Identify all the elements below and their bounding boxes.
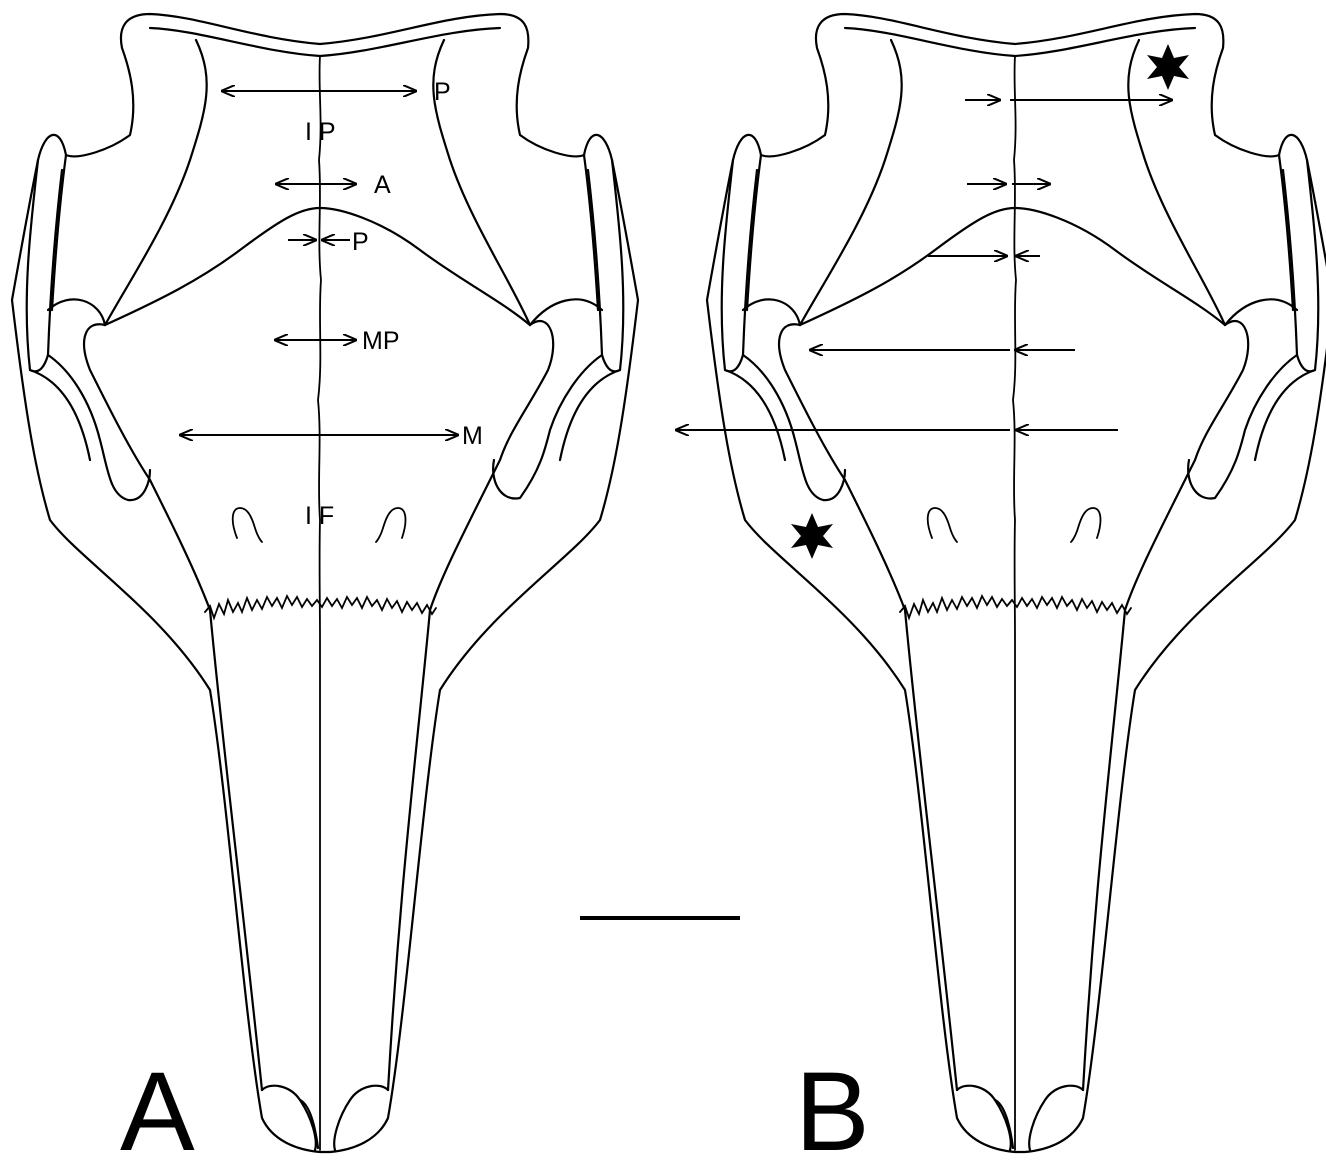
- star-marker-lower-left: [791, 513, 833, 559]
- label-interfrontal: I F: [305, 502, 334, 530]
- label-maxillary: M: [462, 422, 483, 450]
- panel-label-a: A: [120, 1049, 195, 1161]
- labels-panel-a: P I P A P MP M I F: [305, 78, 483, 530]
- panel-label-b: B: [795, 1049, 870, 1161]
- label-midpalatal: MP: [362, 327, 400, 355]
- label-parietal-upper: P: [434, 78, 451, 106]
- label-anterior: A: [374, 171, 391, 199]
- star-marker-upper-right: [1147, 44, 1189, 90]
- label-interparietal: I P: [305, 118, 336, 146]
- label-posterior: P: [352, 228, 369, 256]
